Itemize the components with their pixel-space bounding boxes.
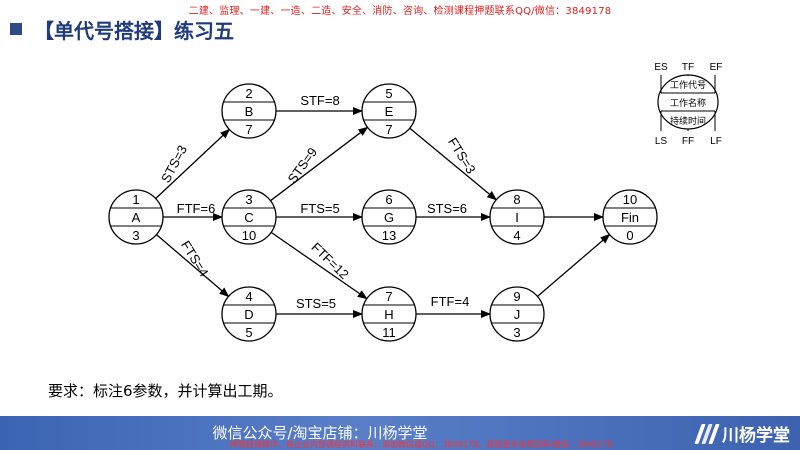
edge-label: STF=8 (300, 93, 339, 108)
node-bottom: 11 (382, 325, 396, 340)
footer-bar: 微信公众号/淘宝店铺：川杨学堂 押题授课精华，各企业内部课程资料联系：添加微信或… (0, 416, 800, 450)
edge-a-d (156, 234, 230, 298)
node-bottom: 10 (242, 228, 256, 243)
logo-text: 川杨学堂 (722, 426, 790, 446)
node-circle (361, 286, 417, 342)
node-circle (489, 286, 545, 342)
node-i: 8I 4 (489, 189, 545, 245)
legend-ff: FF (682, 136, 694, 147)
node-top: 1 (132, 192, 139, 207)
node-bottom: 7 (245, 122, 252, 137)
logo: 川杨学堂 (694, 421, 790, 446)
edge-label: FTF=4 (431, 294, 470, 309)
node-name: C (244, 210, 253, 225)
edge-e-i (409, 127, 497, 201)
title-bullet-icon (10, 23, 22, 35)
node-bottom: 4 (513, 228, 520, 243)
node-top: 6 (385, 192, 392, 207)
node-j: 9J 3 (489, 286, 545, 342)
node-e: 5E 7 (361, 83, 417, 139)
edge-label: STS=9 (285, 145, 321, 186)
node-name: H (384, 307, 393, 322)
legend-lf: LF (710, 136, 722, 147)
footer-red-text: 押题授课精华，各企业内部课程资料联系：添加微信或QQ：3849178，获取更多免… (230, 440, 613, 449)
title-bar: 【单代号搭接】练习五 (10, 14, 234, 44)
node-a: 1A 3 (108, 189, 164, 245)
node-bottom: 5 (245, 325, 252, 340)
edge-label: STS=5 (296, 296, 336, 311)
legend-tf: TF (682, 62, 694, 73)
edge-label: FTF=6 (177, 201, 216, 216)
legend: 工作代号 工作名称 持续时间 ES TF EF LS FF LF (654, 62, 722, 147)
edge-label: FTS=5 (300, 201, 339, 216)
page-title: 【单代号搭接】练习五 (34, 18, 234, 43)
node-bottom: 3 (132, 228, 139, 243)
node-circle (108, 189, 164, 245)
node-g: 6G 13 (361, 189, 417, 245)
edge-label: STS=6 (427, 201, 467, 216)
node-name: Fin (621, 210, 639, 225)
edge-label: FTS=4 (178, 238, 212, 279)
node-top: 3 (245, 192, 252, 207)
node-h: 7H 11 (361, 286, 417, 342)
legend-ls: LS (655, 136, 668, 147)
node-bottom: 0 (626, 228, 633, 243)
node-bottom: 7 (385, 122, 392, 137)
node-name: E (385, 104, 394, 119)
edge-label: FTF=12 (308, 239, 351, 282)
node-circle (361, 189, 417, 245)
node-top: 9 (513, 289, 520, 304)
node-name: G (384, 210, 394, 225)
node-bottom: 3 (513, 325, 520, 340)
node-name: A (132, 210, 141, 225)
legend-name: 工作名称 (670, 97, 706, 109)
node-top: 4 (245, 289, 252, 304)
node-top: 7 (385, 289, 392, 304)
node-circle (221, 286, 277, 342)
node-top: 10 (623, 192, 637, 207)
node-circle (489, 189, 545, 245)
node-top: 8 (513, 192, 520, 207)
node-circle (602, 189, 658, 245)
node-top: 2 (245, 86, 252, 101)
edge-a-b (155, 128, 231, 200)
node-circle (221, 83, 277, 139)
node-c: 3C 10 (221, 189, 277, 245)
requirement-text: 要求：标注6参数，并计算出工期。 (48, 382, 283, 400)
edge-label: STS=3 (158, 143, 190, 185)
node-b: 2B 7 (221, 83, 277, 139)
legend-es: ES (654, 62, 668, 73)
node-circle (221, 189, 277, 245)
legend-ef: EF (710, 62, 723, 73)
legend-duration: 持续时间 (670, 115, 706, 127)
edge-c-h (270, 231, 368, 300)
edge-j-fin (537, 233, 611, 297)
node-circle (361, 83, 417, 139)
edge-c-e (270, 126, 369, 202)
node-bottom: 13 (382, 228, 396, 243)
node-name: B (245, 104, 254, 119)
top-banner: 二建、监理、一建、一造、二造、安全、消防、咨询、检测课程押题联系QQ/微信：38… (188, 6, 612, 17)
node-name: I (515, 210, 519, 225)
node-name: D (244, 307, 253, 322)
edge-label: FTS=3 (445, 135, 479, 176)
node-top: 5 (385, 86, 392, 101)
footer-text: 微信公众号/淘宝店铺：川杨学堂 (212, 424, 428, 442)
node-name: J (514, 307, 521, 322)
logo-icon (694, 423, 720, 444)
node-d: 4D 5 (221, 286, 277, 342)
legend-code: 工作代号 (670, 79, 706, 91)
